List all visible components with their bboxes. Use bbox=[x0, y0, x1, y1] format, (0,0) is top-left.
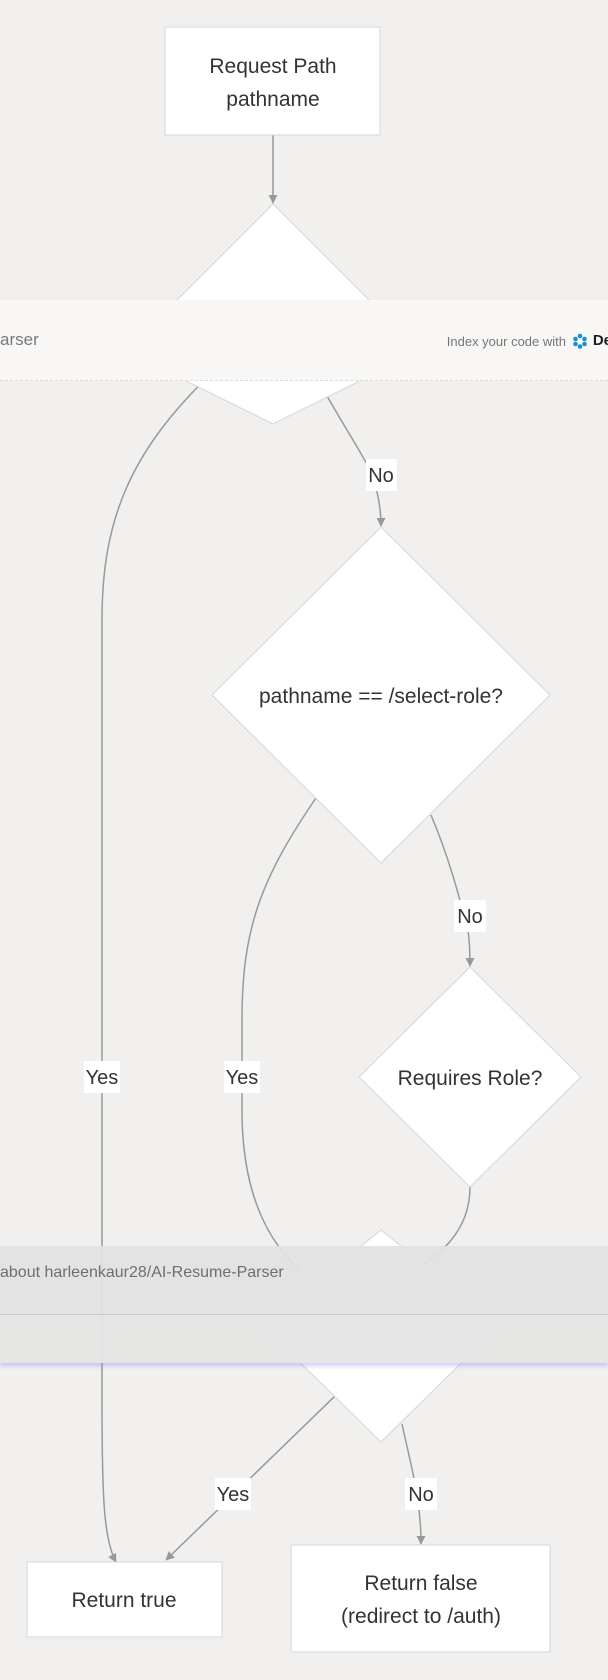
node-request-path-line2: pathname bbox=[226, 88, 319, 111]
node-select-role-check-label: pathname == /select-role? bbox=[259, 685, 503, 708]
svg-text:Yes: Yes bbox=[217, 1484, 250, 1506]
ask-bar: about harleenkaur28/AI-Resume-Parser bbox=[0, 1246, 608, 1366]
edge-first-check-yes bbox=[101, 369, 216, 1563]
devin-logo-icon[interactable] bbox=[572, 333, 588, 349]
node-select-role-check: pathname == /select-role? bbox=[211, 526, 551, 864]
edge-label-select-role-no: No bbox=[454, 900, 486, 932]
repo-header-bar: arser Index your code with De bbox=[0, 300, 608, 381]
ask-suggestion-text: about harleenkaur28/AI-Resume-Parser bbox=[0, 1264, 284, 1281]
node-return-false: Return false (redirect to /auth) bbox=[290, 1544, 551, 1653]
edge-label-first-no: No bbox=[366, 459, 397, 491]
svg-text:No: No bbox=[408, 1484, 434, 1506]
svg-text:Yes: Yes bbox=[226, 1067, 259, 1089]
edge-label-first-yes: Yes bbox=[84, 1061, 120, 1093]
edge-label-has-role-yes: Yes bbox=[215, 1478, 251, 1510]
edge-select-role-no bbox=[430, 814, 475, 967]
node-request-path-line1: Request Path bbox=[209, 55, 336, 78]
node-return-false-line1: Return false bbox=[364, 1572, 477, 1595]
edge-first-check-no bbox=[317, 379, 386, 527]
svg-text:Yes: Yes bbox=[86, 1067, 119, 1089]
index-code-text[interactable]: Index your code with bbox=[446, 334, 566, 349]
node-return-true: Return true bbox=[26, 1561, 223, 1638]
ask-input[interactable] bbox=[0, 1315, 608, 1363]
edge-select-role-yes bbox=[241, 797, 317, 1271]
edge-label-select-role-yes: Yes bbox=[224, 1061, 260, 1093]
svg-text:No: No bbox=[368, 465, 394, 487]
svg-text:No: No bbox=[457, 906, 483, 928]
ask-suggestion-row[interactable]: about harleenkaur28/AI-Resume-Parser bbox=[0, 1246, 608, 1315]
node-return-false-line2: (redirect to /auth) bbox=[341, 1605, 501, 1628]
edge-label-has-role-no: No bbox=[405, 1478, 437, 1510]
node-request-path: Request Path pathname bbox=[164, 26, 381, 136]
repo-name-fragment[interactable]: arser bbox=[0, 330, 39, 349]
node-requires-role: Requires Role? bbox=[358, 966, 582, 1188]
node-requires-role-label: Requires Role? bbox=[398, 1067, 543, 1090]
node-return-true-label: Return true bbox=[71, 1589, 176, 1612]
brand-name-fragment[interactable]: De bbox=[592, 332, 608, 349]
